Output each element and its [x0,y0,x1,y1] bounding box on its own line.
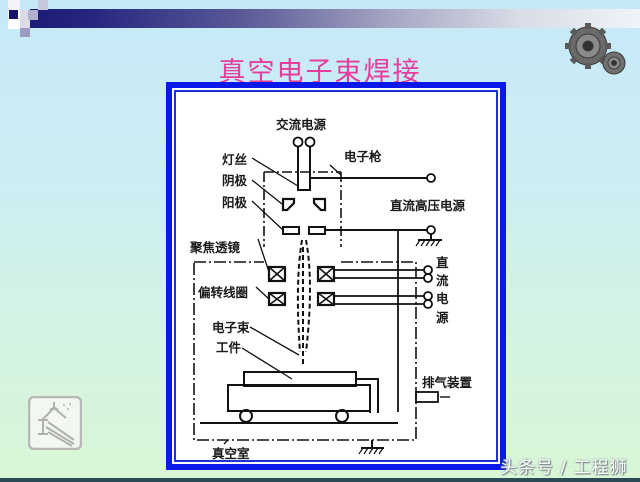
ac-terminal-right [304,136,316,148]
label-workpiece: 工件 [216,340,242,355]
dc-terminal [423,291,433,301]
label-focusing-lens: 聚焦透镜 [189,240,241,255]
deflect-coil-right [316,291,336,307]
watermark: 头条号 / 工程狮 [500,458,628,478]
anode-right [308,226,326,235]
header-gradient-bar [30,9,640,28]
bottom-strip [0,478,640,482]
label-dc-power: 电 [436,291,449,306]
label-filament: 灯丝 [222,152,248,167]
label-dc-power: 源 [436,310,449,325]
label-deflection-coil: 偏转线圈 [198,285,248,300]
label-electron-beam: 电子束 [212,320,250,335]
label-anode: 阳极 [222,195,248,210]
electron-beam-welding-diagram: 交流电源 灯丝 阴极 阳极 电子枪 直流高压电源 聚焦透镜 偏转线圈 直 流 电… [189,117,473,461]
label-ac-power: 交流电源 [276,117,327,132]
label-cathode: 阴极 [222,173,248,188]
dc-terminal [423,265,433,275]
exhaust-pipe [415,391,439,403]
cathode-left [281,197,296,212]
label-dc-power: 直 [436,255,449,270]
anode-left [282,226,300,235]
electron-beam [296,239,311,367]
workpiece [243,371,357,387]
decor-square [9,10,18,19]
decor-square [20,10,30,28]
decor-square [20,28,30,37]
focus-coil-left [267,265,287,283]
label-vacuum-chamber: 真空室 [212,446,250,461]
cathode-right [312,197,327,212]
hv-terminal-top [426,173,436,183]
decor-square [28,10,38,20]
work-table [227,384,371,412]
decor-square [38,0,48,10]
label-exhaust: 排气装置 [422,375,473,390]
focus-coil-right [316,265,336,283]
dc-terminal [423,299,433,309]
label-electron-gun: 电子枪 [344,149,382,164]
ac-terminal-left [292,136,304,148]
steel-beam-crane-icon [28,396,82,450]
label-dc-high-voltage: 直流高压电源 [390,198,466,213]
decor-square [8,0,20,10]
filament [297,147,311,191]
label-dc-power: 流 [436,273,449,288]
hv-terminal-ground [426,225,436,235]
dc-terminal [423,273,433,283]
gears-icon [565,23,626,75]
